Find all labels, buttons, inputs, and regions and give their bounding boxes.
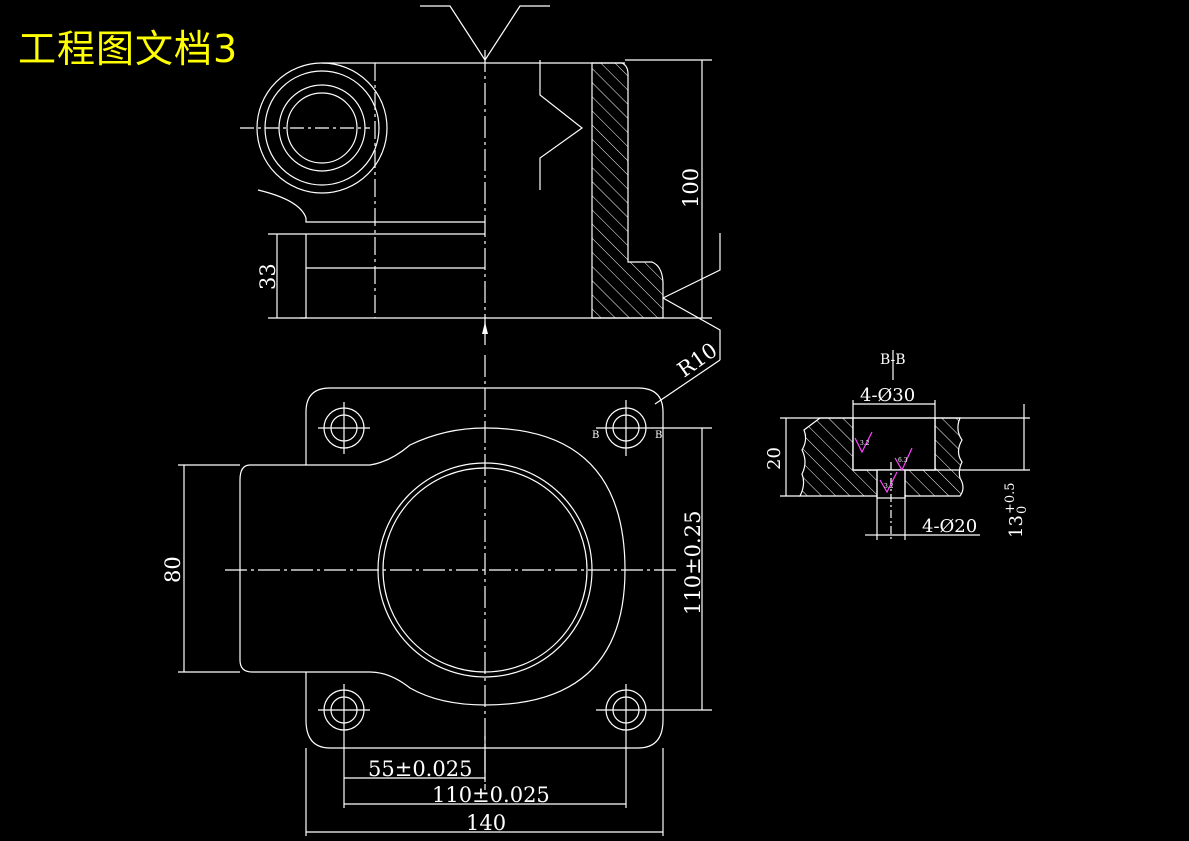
dim-110-horizontal-label: 110±0.025 [432,783,550,807]
dim-140-label: 140 [466,811,506,835]
roughness-1: 3.2 [860,440,870,447]
section-thickness: 13 [1006,515,1027,538]
dim-55-label: 55±0.025 [368,757,472,781]
section-tol-plus: +0.5 [1003,482,1018,514]
section-depth: 20 [764,447,785,470]
roughness-3: 3.2 [884,483,894,490]
section-tol-zero: 0 [1015,506,1030,514]
dim-100-label: 100 [679,168,703,208]
dim-100-lines [625,59,712,319]
dim-110-vertical-label: 110±0.25 [681,511,705,615]
dim-110-vertical-lines [660,427,712,711]
roughness-marks [854,431,913,494]
drawing-title: 工程图文档3 [18,27,239,71]
dim-80-lines [178,464,240,673]
section-top-hole: 4-Ø30 [860,385,915,406]
plan-view [225,355,721,790]
mark-b-right: B [655,430,662,441]
section-bottom-hole: 4-Ø20 [922,516,977,537]
dim-33-lines [268,233,306,319]
section-bb [780,350,1030,540]
section-label: B-B [880,352,906,368]
roughness-2: 6.3 [898,457,908,464]
dim-33-label: 33 [256,263,280,290]
mark-b-left: B [592,430,599,441]
dim-80-label: 80 [161,556,185,583]
dim-bottom-lines [305,736,664,836]
front-view [240,5,721,360]
